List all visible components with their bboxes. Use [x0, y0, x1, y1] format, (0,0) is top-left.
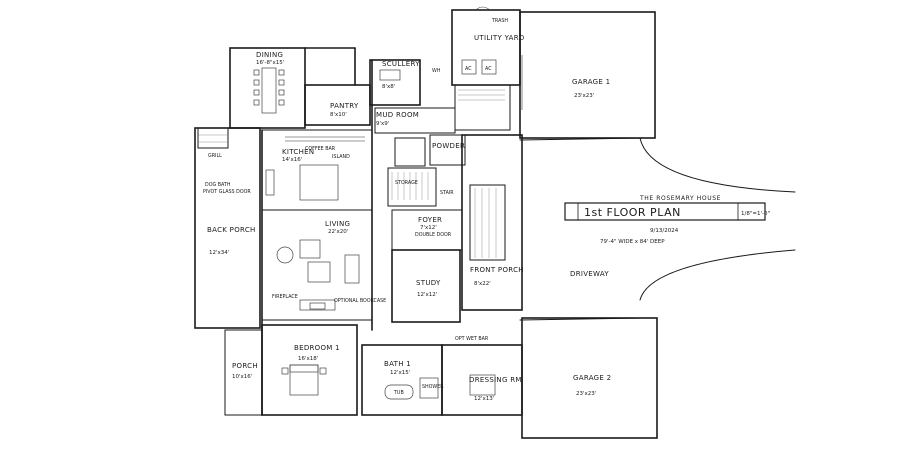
size-note: 79'-4" WIDE x 84' DEEP: [600, 239, 665, 245]
scullery-label: SCULLERY: [382, 60, 420, 68]
dining-dim: 16'-8"x15': [256, 60, 284, 66]
annotation-notes: TRASH GRILL DOG BATH PIVOT GLASS DOOR CO…: [203, 18, 508, 396]
pantry-label: PANTRY: [330, 102, 359, 110]
scullery-dim: 8'x8': [382, 84, 395, 90]
garage-2-dim: 23'x23': [576, 391, 596, 397]
pantry: [304, 59, 421, 126]
stair-core: [387, 134, 466, 207]
wh-note: WH: [432, 68, 441, 74]
utility-yard-label: UTILITY YARD: [474, 34, 525, 42]
study-label: STUDY: [416, 279, 441, 287]
storage-note: STORAGE: [395, 180, 418, 186]
back-porch-dim: 12'x34': [209, 250, 229, 256]
powder-label: POWDER: [432, 142, 465, 150]
title-block-frame: [564, 202, 766, 221]
fireplace-note: FIREPLACE: [272, 294, 298, 300]
bath-1-dim: 12'x15': [390, 370, 410, 376]
foyer-dim: 7'x12': [420, 225, 437, 231]
bedroom-1-dim: 16'x18': [298, 356, 318, 362]
room-labels: DINING 16'-8"x15' PANTRY 8'x10' SCULLERY…: [207, 34, 611, 402]
study-dim: 12'x12': [417, 292, 437, 298]
bedroom-1: [261, 324, 358, 416]
bath-1: [361, 344, 443, 416]
mud-room-dim: 9'x9': [376, 121, 389, 127]
mud-room: [374, 84, 511, 134]
front-porch-dim: 8'x22': [474, 281, 491, 287]
title-block: THE ROSEMARY HOUSE 1st FLOOR PLAN 1/8"=1…: [584, 195, 770, 245]
double-door-note: DOUBLE DOOR: [415, 232, 452, 238]
house-name: THE ROSEMARY HOUSE: [639, 195, 721, 202]
front-porch: [461, 134, 523, 311]
dressing-dim: 12'x13': [474, 396, 494, 402]
garage-1-label: GARAGE 1: [572, 78, 610, 86]
driveway-label: DRIVEWAY: [570, 270, 609, 278]
grill-note: GRILL: [208, 153, 222, 159]
tub-note: TUB: [393, 390, 404, 396]
back-porch-label: BACK PORCH: [207, 226, 256, 234]
porch: [224, 329, 263, 416]
kitchen-label: KITCHEN: [282, 148, 314, 156]
study: [391, 249, 461, 323]
garage-2-label: GARAGE 2: [573, 374, 611, 382]
dog-bath-note: DOG BATH: [205, 182, 231, 188]
stair-note: STAIR: [440, 190, 454, 196]
utility-yard: [451, 6, 521, 86]
trash-note: TRASH: [491, 18, 508, 24]
living-label: LIVING: [325, 220, 350, 228]
island-note: ISLAND: [332, 154, 350, 160]
garage-1-dim: 23'x23': [574, 93, 594, 99]
dining-label: DINING: [256, 51, 283, 59]
shower-note: SHOWER: [422, 384, 444, 390]
porch-label: PORCH: [232, 362, 258, 370]
back-porch: [194, 127, 261, 329]
pivot-glass-note: PIVOT GLASS DOOR: [203, 189, 251, 195]
living-dim: 22'x20': [328, 229, 348, 235]
optional-bookcase-note: OPTIONAL BOOKCASE: [334, 298, 386, 304]
scale-label: 1/8"=1'-0": [741, 211, 770, 217]
dressing-room: [441, 344, 523, 416]
plan-title: 1st FLOOR PLAN: [584, 206, 681, 219]
kitchen-dim: 14'x16': [282, 157, 302, 163]
ac-note-2: AC: [485, 66, 492, 72]
date-label: 9/13/2024: [650, 228, 679, 234]
wet-bar-note: OPT WET BAR: [455, 336, 489, 342]
bath-1-label: BATH 1: [384, 360, 411, 368]
garage-1: [519, 11, 656, 139]
foyer-label: FOYER: [418, 216, 442, 224]
ac-note-1: AC: [465, 66, 472, 72]
coffee-bar-note: COFFEE BAR: [305, 146, 336, 152]
pantry-dim: 8'x10': [330, 112, 347, 118]
front-porch-label: FRONT PORCH: [470, 266, 524, 274]
dressing-label: DRESSING RM: [469, 376, 522, 384]
mud-room-label: MUD ROOM: [376, 111, 419, 119]
porch-dim: 10'x16': [232, 374, 252, 380]
bedroom-1-label: BEDROOM 1: [294, 344, 340, 352]
kitchen: [261, 129, 373, 211]
